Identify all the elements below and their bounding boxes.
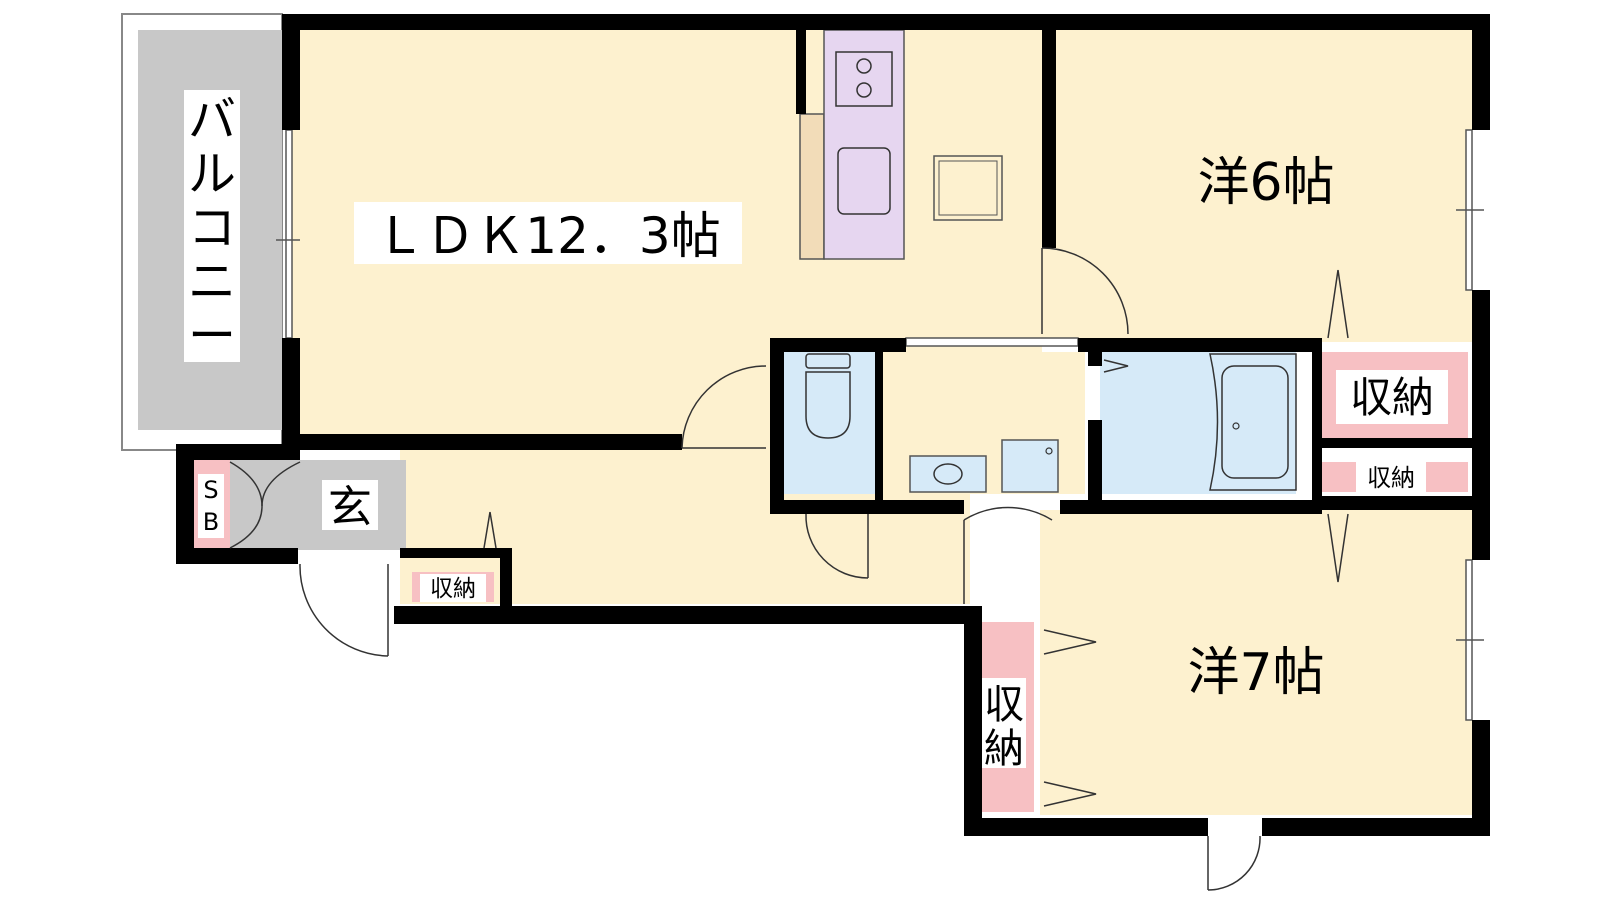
- room-7-floor: [1040, 510, 1472, 815]
- ldk-label-bg: [354, 202, 742, 264]
- storage-b-label-bg: [1356, 462, 1426, 492]
- svg-text:B: B: [203, 508, 219, 536]
- room-6-floor: [1042, 30, 1472, 342]
- kitchen-counter: [799, 113, 825, 260]
- svg-text:S: S: [203, 476, 218, 504]
- svg-text:バ: バ: [188, 92, 236, 148]
- washer-drain-icon: [1045, 447, 1053, 455]
- bathtub-icon: [1221, 365, 1289, 479]
- room-6-label: 洋6帖: [1197, 153, 1334, 213]
- fridge-space-inner: [938, 160, 998, 216]
- storage-a-label-bg: [1336, 370, 1448, 424]
- stove-top: [835, 51, 893, 107]
- shoe-box-label: S B: [203, 476, 219, 536]
- storage-c-label: 収納: [430, 576, 476, 602]
- burner-icon: [856, 58, 872, 74]
- balcony-label-bg: [184, 90, 240, 362]
- entrance-label: 玄: [328, 482, 372, 533]
- bath-drain-icon: [1232, 422, 1240, 430]
- toilet-tank: [805, 353, 851, 369]
- entrance-floor: [230, 460, 406, 550]
- sink-bowl-icon: [933, 463, 963, 485]
- room-7-label: 洋7帖: [1187, 643, 1324, 703]
- kitchen-sink: [837, 147, 891, 215]
- balcony-label: バ ル コ ニ ー: [188, 92, 236, 364]
- svg-text:ニ: ニ: [188, 254, 236, 310]
- washer-pan: [1001, 439, 1059, 493]
- svg-text:コ: コ: [188, 200, 236, 256]
- toilet-icon: [805, 371, 851, 439]
- svg-text:ル: ル: [188, 146, 236, 202]
- svg-text:納: 納: [984, 726, 1024, 772]
- walls: [176, 14, 1490, 836]
- storage-b-label: 収納: [1367, 464, 1415, 492]
- sink-counter: [909, 455, 987, 493]
- svg-text:ー: ー: [188, 308, 236, 364]
- ldk-label: ＬＤＫ12．3帖: [375, 207, 720, 265]
- entrance-label-bg: [322, 480, 378, 530]
- burner-icon: [856, 82, 872, 98]
- sb-label-bg: [198, 474, 224, 538]
- storage-a-label: 収納: [1350, 373, 1434, 422]
- storage-d-label-bg: [982, 678, 1026, 768]
- storage-c-label-bg: [420, 574, 486, 602]
- door: [229, 247, 1349, 891]
- fridge-space: [933, 155, 1003, 221]
- svg-text:収: 収: [984, 682, 1024, 728]
- storage-d-label: 収 納: [984, 682, 1024, 772]
